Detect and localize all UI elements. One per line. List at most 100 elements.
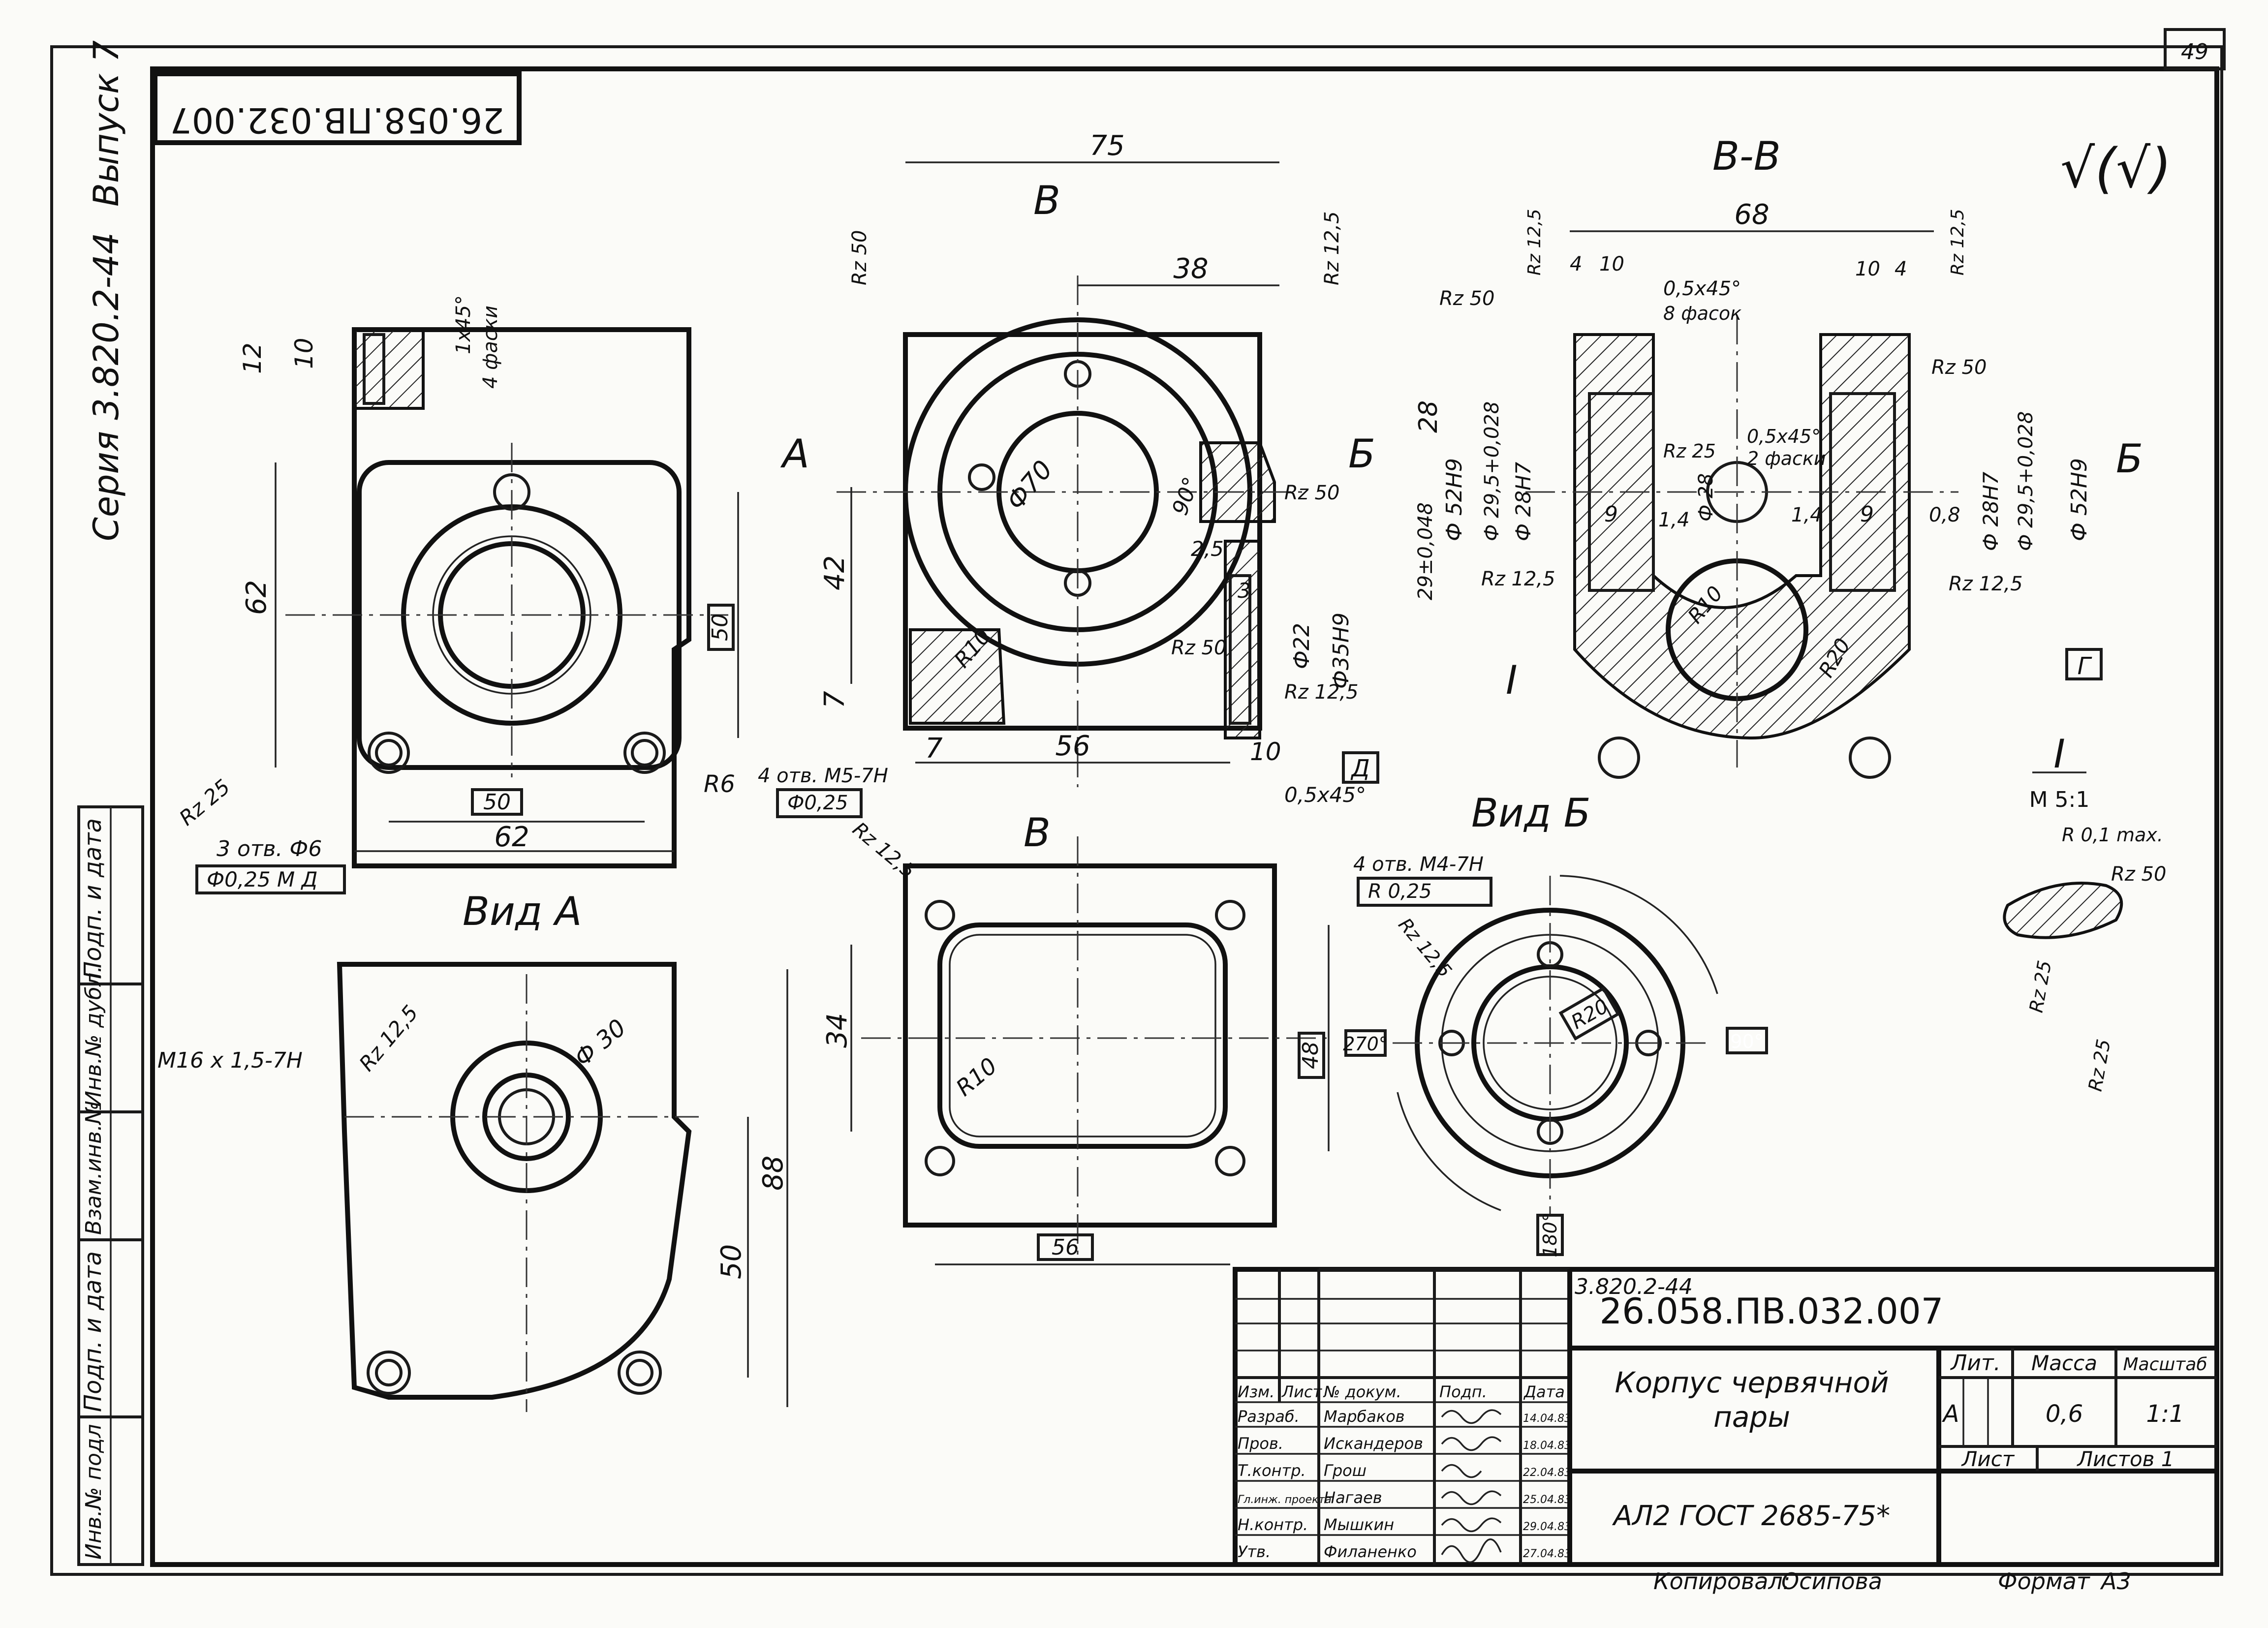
- left-strip: Подп. и дата Инв.№ дубл. Взам.инв.№ Подп…: [77, 805, 144, 1566]
- dim-48: 48: [1298, 1042, 1323, 1069]
- row-name: Нагаев: [1324, 1488, 1382, 1507]
- angle-90-marker: 90°: [1730, 1031, 1763, 1052]
- dim-10-left: 10: [1599, 253, 1624, 276]
- dim-50-horizontal: 50: [483, 790, 511, 815]
- diameter-22: Ф22: [1289, 623, 1314, 669]
- row-role: Т.контр.: [1238, 1461, 1306, 1480]
- title-name-2: пары: [1713, 1400, 1790, 1434]
- angle-270: 270°: [1343, 1033, 1388, 1055]
- chamfer-05-8: 0,5х45°: [1663, 277, 1741, 300]
- roughness-symbol: √(√): [2060, 137, 2172, 200]
- title-series-ref: 3.820.2-44: [1575, 1274, 1693, 1299]
- dim-42: 42: [819, 555, 851, 590]
- dim-88: 88: [757, 1156, 789, 1191]
- dim-7-bottom: 7: [925, 733, 943, 765]
- row-name: Мышкин: [1324, 1515, 1394, 1534]
- diameter-35h9: Ф35Н9: [1329, 613, 1354, 689]
- row-role: Пров.: [1238, 1434, 1283, 1453]
- dim-28-left: 28: [1414, 400, 1443, 433]
- roughness-rz125-a: Rz 12,5: [354, 1001, 423, 1076]
- roughness-rz50-detail: Rz 50: [2111, 863, 2166, 886]
- hdr-doc: № докум.: [1323, 1382, 1401, 1401]
- mass-value: 0,6: [2046, 1400, 2083, 1428]
- hdr-izm: Изм.: [1238, 1382, 1274, 1401]
- base-label-g: Г: [2078, 652, 2092, 680]
- roughness-rz50-b: Rz 50: [1284, 482, 1339, 504]
- dim-29-tolerance: 29±0,048: [1414, 502, 1437, 600]
- view-top-center: В 4 отв. М5-7Н Ф0,25 Rz 12,5 34 48 56 R1…: [758, 765, 1330, 1265]
- roughness-rz25-b: Rz 25: [1663, 440, 1716, 462]
- chamfer-8-faski: 8 фасок: [1663, 303, 1741, 324]
- format-value: А3: [2100, 1568, 2131, 1595]
- inner-frame: [150, 66, 2219, 1567]
- row-role: Гл.инж. проекта: [1238, 1494, 1332, 1506]
- signature-rows: Разраб. Марбаков 14.04.83 Пров. Искандер…: [1238, 1407, 1571, 1561]
- section-v-v: В-В 68 4 10 10 4 0,5х45° 8 фасок 0,5х45°…: [1414, 133, 2143, 779]
- hdr-sign: Подп.: [1439, 1382, 1487, 1401]
- rotated-code-stamp: [153, 71, 522, 145]
- holes-4-m5: 4 отв. М5-7Н: [758, 765, 888, 787]
- title-code: 26.058.ПВ.032.007: [1600, 1290, 1944, 1332]
- angle-180: 180°: [1539, 1212, 1561, 1258]
- dim-4-left: 4: [1570, 253, 1582, 276]
- lit-value: А: [1942, 1400, 1959, 1428]
- dim-3: 3: [1238, 579, 1251, 603]
- detail-i-title: I: [2053, 731, 2065, 777]
- chamfer-1x45: 1х45°: [452, 295, 475, 354]
- roughness-rz125-e: Rz 12,5: [1524, 209, 1545, 276]
- cut-label-b: Б: [1348, 431, 1375, 477]
- row-date: 18.04.83: [1523, 1440, 1571, 1452]
- dim-10-right: 10: [1855, 258, 1880, 280]
- tolerance-frame-2: Ф0,25: [787, 792, 848, 814]
- dim-10-center: 10: [1250, 737, 1281, 766]
- section-title: В-В: [1712, 133, 1781, 179]
- dim-50-vertical: 50: [708, 614, 733, 641]
- radius-r6: R6: [704, 770, 735, 798]
- roughness-rz125-g: Rz 12,5: [1481, 568, 1555, 590]
- chamfer-05-2: 0,5х45°: [1747, 426, 1821, 447]
- dim-75: 75: [1089, 130, 1124, 162]
- page-number: 49: [2181, 39, 2208, 64]
- roughness-rz125-h: Rz 12,5: [1949, 573, 2023, 595]
- detail-i-marker: I: [1506, 657, 1518, 703]
- dim-7: 7: [819, 691, 851, 708]
- thread-m16: М16 х 1,5-7Н: [157, 1048, 303, 1073]
- strip-label-1: Подп. и дата: [79, 818, 107, 979]
- copied-label: Копировал:: [1653, 1568, 1790, 1595]
- view-b: Вид Б 4 отв. М4-7Н R 0,25 Rz 12,5 270° 9…: [1343, 790, 1768, 1258]
- row-name: Грош: [1324, 1461, 1367, 1480]
- roughness-rz25-detail-b: Rz 25: [2084, 1038, 2115, 1093]
- strip-label-4: Подп. и дата: [79, 1251, 107, 1412]
- hdr-date: Дата: [1523, 1382, 1565, 1401]
- diameter-29-5-right: Ф 29,5+0,028: [2015, 411, 2037, 551]
- detail-scale: М 5:1: [2029, 787, 2090, 812]
- diameter-70: Ф70: [1001, 455, 1058, 516]
- tolerance-frame-1: Ф0,25 М Д: [207, 867, 317, 891]
- radius-r10-top: R10: [951, 1052, 1002, 1102]
- rotated-code: 26.058.ПВ.032.007: [170, 100, 504, 140]
- issue-label: Выпуск 7: [86, 40, 126, 207]
- row-name: Марбаков: [1324, 1407, 1405, 1426]
- roughness-rz50-d: Rz 50: [1439, 287, 1494, 310]
- dim-9-right: 9: [1860, 502, 1874, 527]
- sheet-label: Лист: [1961, 1447, 2015, 1471]
- sheets-label: Листов 1: [2077, 1447, 2175, 1471]
- diameter-29-5-left: Ф 29,5+0,028: [1481, 401, 1503, 541]
- roughness-rz125-b: Rz 12,5: [1321, 211, 1343, 285]
- scale-value: 1:1: [2146, 1400, 2184, 1428]
- view-front-left: 62 50 50 62 12 10 1х45° 4 фаски R6 Rz 25…: [175, 295, 739, 894]
- view-front-center: 75 38 42 7 56 7 10 Ф70 R10 90° 2,5 3 Ф22…: [780, 130, 1379, 807]
- hdr-list: Лист: [1281, 1382, 1322, 1401]
- tolerance-frame-3: R 0,25: [1368, 880, 1432, 903]
- roughness-rz125-c: Rz 12,5: [1284, 681, 1359, 704]
- dim-38: 38: [1173, 253, 1208, 285]
- diameter-28: Ф 28: [1695, 473, 1717, 522]
- row-role: Утв.: [1238, 1542, 1271, 1561]
- diameter-28h7-right: Ф 28Н7: [1979, 471, 2003, 551]
- dim-14-right: 1,4: [1791, 504, 1823, 526]
- dim-4-right: 4: [1895, 258, 1907, 280]
- outer-frame: [50, 45, 2223, 1576]
- roughness-rz25-a: Rz 25: [175, 774, 235, 830]
